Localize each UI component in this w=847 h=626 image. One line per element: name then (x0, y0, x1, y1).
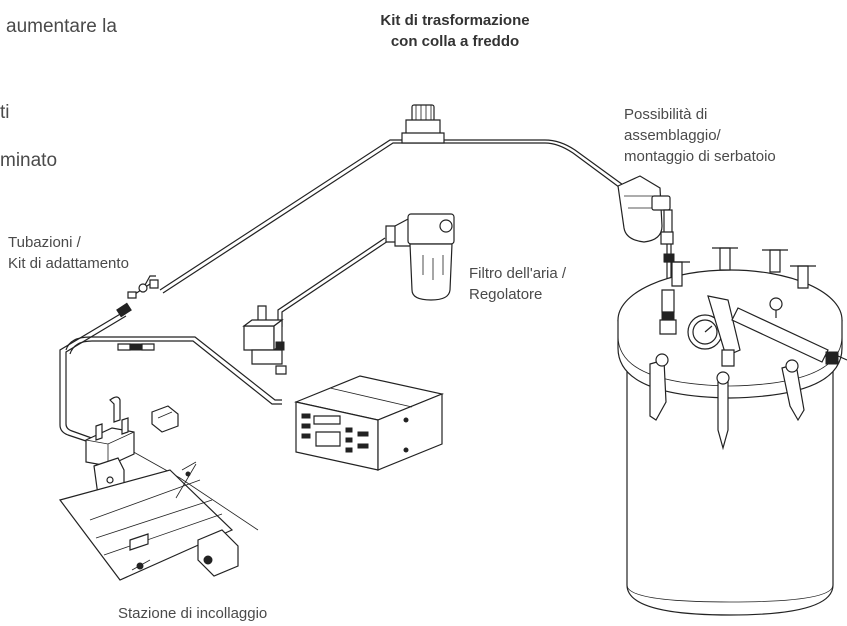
label-filter: Filtro dell'aria / Regolatore (469, 263, 566, 305)
diagram-title: Kit di trasformazione con colla a freddo (335, 10, 575, 52)
label-tank-mount-line-3: montaggio di serbatoio (624, 148, 776, 165)
tank-mount-valve (618, 176, 674, 282)
label-tank-mount-line-1: Possibilità di (624, 106, 708, 123)
solenoid-valve (244, 306, 286, 374)
label-tank-mount: Possibilità di assemblaggio/ montaggio d… (624, 104, 776, 167)
title-line-1: Kit di trasformazione (380, 12, 530, 29)
intro-text-line-3: minato (0, 150, 58, 171)
gluing-station (60, 397, 238, 580)
label-gluing-station: Stazione di incollaggio (118, 605, 268, 622)
control-unit (296, 376, 442, 470)
pressure-tank (618, 248, 847, 615)
tubing-adapter-kit (117, 276, 158, 350)
title-line-2: con colla a freddo (390, 33, 520, 50)
tubing-lines (60, 140, 630, 530)
intro-text-line-1: aumentare la (6, 16, 117, 37)
air-filter-regulator (386, 105, 454, 300)
label-tubing-line-1: Tubazioni / (8, 234, 81, 251)
label-tubing-line-2: Kit di adattamento (8, 255, 129, 272)
label-filter-line-1: Filtro dell'aria / (469, 265, 567, 282)
intro-text-line-2: ti (0, 102, 10, 123)
label-tubing: Tubazioni / Kit di adattamento (8, 232, 129, 274)
clip-part (152, 406, 178, 432)
label-filter-line-2: Regolatore (469, 286, 543, 303)
label-tank-mount-line-2: assemblaggio/ (624, 127, 721, 144)
